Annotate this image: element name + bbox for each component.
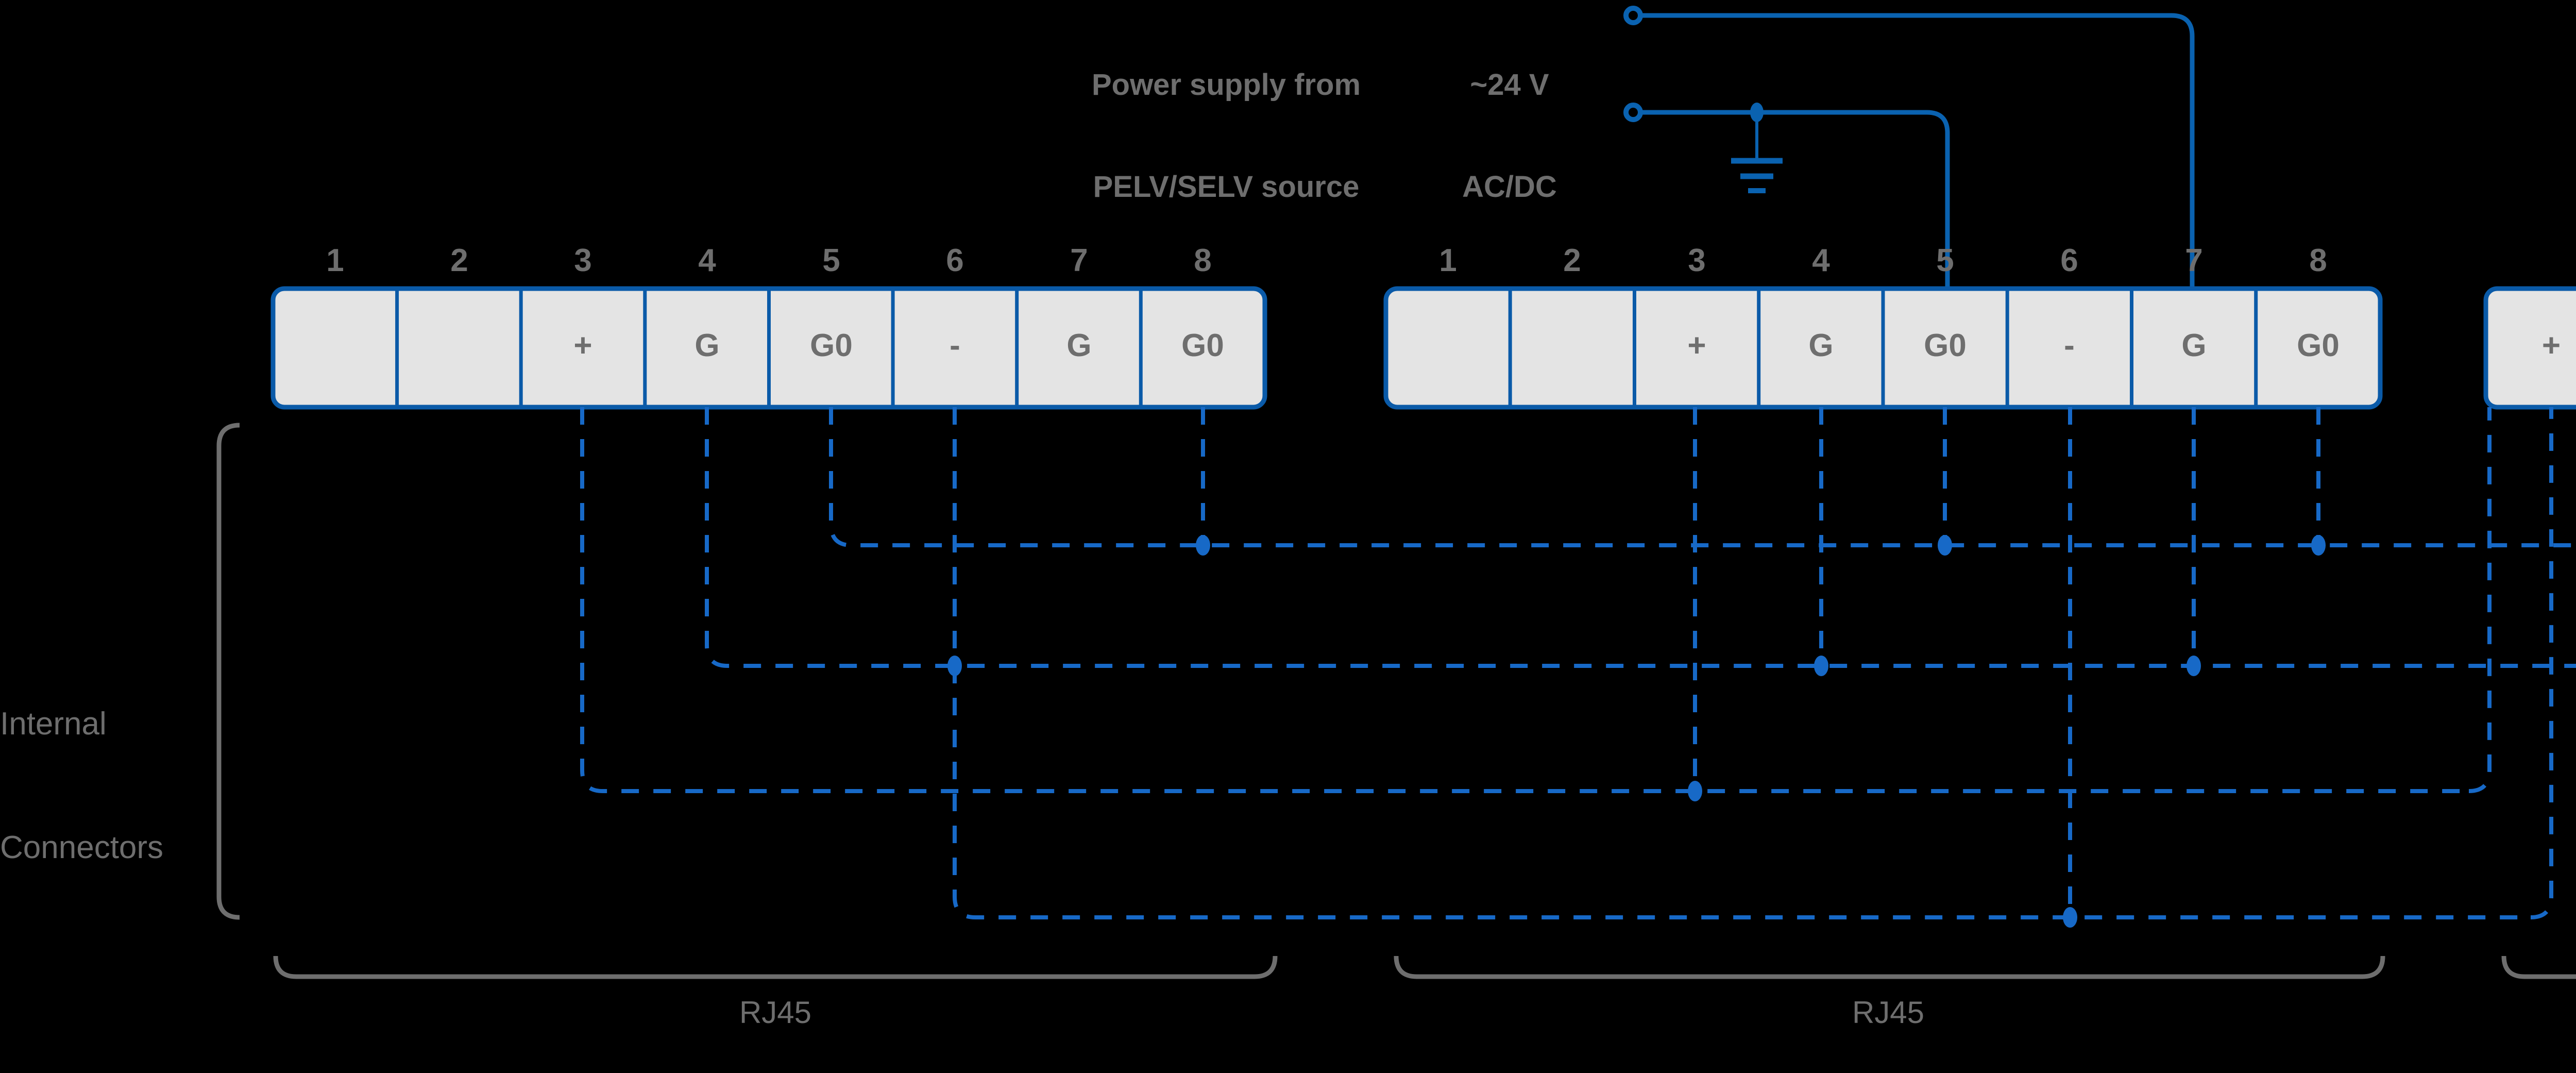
pin-number: 5 [1936, 243, 1954, 278]
pin-number: 4 [1812, 243, 1830, 278]
cell-label[interactable]: G [2181, 328, 2207, 363]
bracket-rj45-left [273, 955, 1278, 979]
block-footer-label-screw-terminal: Screw Terminal [2524, 979, 2576, 1073]
junction-dots [947, 535, 2326, 928]
wire-neutral [1637, 110, 1950, 289]
cell-label[interactable]: G0 [2297, 328, 2340, 363]
bracket-internal-connectors [216, 423, 240, 920]
pin-number: 8 [1194, 243, 1212, 278]
internal-connectors-label-line2: Connectors [0, 830, 164, 865]
cell-label[interactable]: + [573, 328, 592, 363]
cell-label[interactable]: - [950, 328, 960, 363]
cell-label[interactable]: - [2064, 328, 2075, 363]
pin-number: 1 [326, 243, 344, 278]
pin-number: 2 [450, 243, 468, 278]
connector-block-rj45-left[interactable] [270, 286, 1267, 410]
pin-number: 6 [946, 243, 964, 278]
cell-label[interactable]: G0 [1181, 328, 1224, 363]
pin-number: 7 [2185, 243, 2203, 278]
junction-dot [1688, 781, 1702, 801]
junction-dot [1938, 535, 1952, 556]
connector-block-screw-terminal[interactable] [2483, 286, 2576, 410]
power-supply-caption-line2: PELV/SELV source [1093, 170, 1360, 204]
pin-number: 7 [1070, 243, 1088, 278]
internal-connectors-label: Internal Connectors [0, 621, 206, 951]
internal-wiring [580, 407, 2576, 919]
bracket-screw-terminal [2501, 955, 2576, 979]
wire-bus2-left-segment [705, 407, 2576, 668]
power-supply-wiring [1623, 6, 2195, 289]
block-footer-label-rj45-right: RJ45 [1852, 995, 1925, 1030]
ground-icon [1731, 158, 1783, 193]
pin-number: 3 [574, 243, 592, 278]
cell-label[interactable]: + [1687, 328, 1706, 363]
power-supply-caption: Power supply from PELV/SELV source [1051, 0, 1401, 272]
junction-dot [1814, 656, 1828, 676]
wire-bus4-left-segment [953, 666, 2531, 919]
wire-screw-plus-riser [2468, 407, 2492, 793]
bracket-rj45-right [1394, 955, 2385, 979]
wire-bus3-left-segment [580, 407, 2469, 793]
voltage-caption-line2: AC/DC [1462, 170, 1557, 204]
power-supply-caption-line1: Power supply from [1091, 68, 1361, 102]
connector-block-rj45-right[interactable] [1383, 286, 2383, 410]
pin-number: 4 [698, 243, 716, 278]
junction-dot [2187, 656, 2201, 676]
cell-label[interactable]: G [1808, 328, 1834, 363]
wire-bus1-left-segment [829, 407, 2576, 547]
pin-number: 3 [1688, 243, 1706, 278]
wire-live [1637, 13, 2195, 289]
cell-label[interactable]: G0 [810, 328, 853, 363]
junction-dot [2311, 535, 2326, 556]
cell-label[interactable]: G [1066, 328, 1092, 363]
junction-dot-neutral [1750, 103, 1764, 122]
pin-number: 5 [822, 243, 840, 278]
junction-dot [1196, 535, 1210, 556]
footer-line1: Screw [2524, 1055, 2576, 1073]
block-footer-label-rj45-left: RJ45 [739, 995, 812, 1030]
pin-number: 1 [1439, 243, 1457, 278]
brackets [216, 423, 2576, 979]
block-outline [2483, 286, 2576, 410]
voltage-caption: ~24 V AC/DC [1437, 0, 1582, 272]
terminal-circle-live[interactable] [1623, 6, 1643, 25]
cell-dividers [1508, 290, 2258, 407]
cell-label[interactable]: G [694, 328, 720, 363]
internal-connectors-label-line1: Internal [0, 706, 107, 742]
terminal-circle-neutral[interactable] [1623, 103, 1643, 122]
junction-dot [2063, 907, 2077, 928]
pin-number: 6 [2060, 243, 2078, 278]
cell-label[interactable]: G0 [1924, 328, 1967, 363]
wire-screw-minus-riser [2530, 407, 2553, 919]
pin-number: 2 [1563, 243, 1581, 278]
junction-dot [947, 656, 962, 676]
cell-label[interactable]: + [2541, 328, 2561, 363]
cell-dividers [395, 290, 1143, 407]
pin-number: 8 [2309, 243, 2327, 278]
voltage-caption-line1: ~24 V [1470, 68, 1549, 102]
